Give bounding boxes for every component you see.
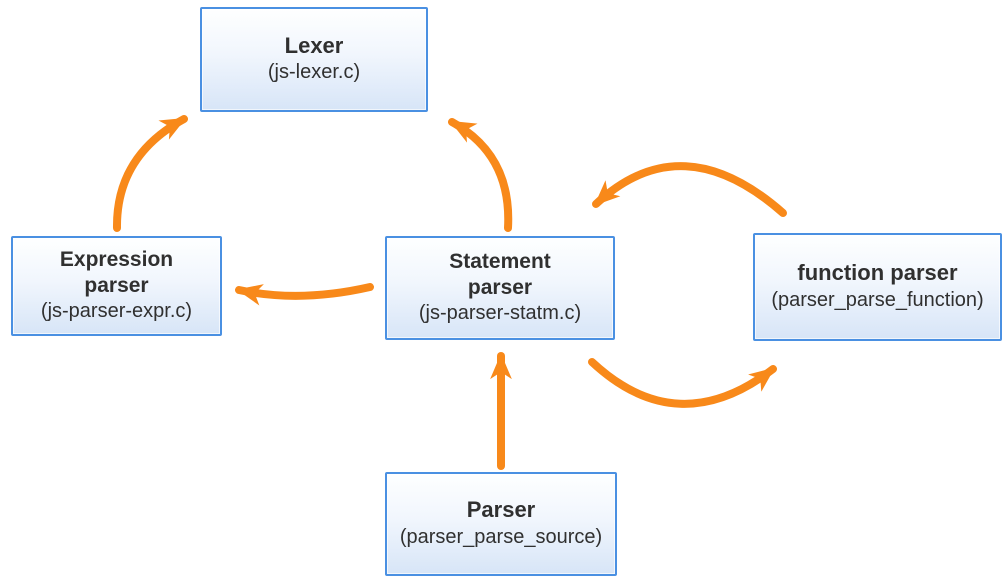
edge-statement-parser-to-lexer-arrow — [448, 118, 513, 232]
edge-statement-parser-to-function-parser-arrow — [588, 358, 777, 408]
edge-statement-parser-to-expression-parser-arrow — [235, 283, 374, 306]
node-statement-parser-title: Statement parser — [449, 250, 551, 299]
node-statement-parser: Statement parser (js-parser-statm.c) — [385, 236, 615, 340]
node-function-parser-title: function parser — [797, 260, 958, 286]
node-statement-parser-subtitle: (js-parser-statm.c) — [418, 301, 582, 324]
node-parser-subtitle: (parser_parse_source) — [399, 525, 603, 548]
edge-function-parser-to-statement-parser-arrow — [592, 162, 787, 217]
node-function-parser-subtitle: (parser_parse_function) — [771, 288, 984, 311]
node-lexer: Lexer (js-lexer.c) — [200, 7, 428, 112]
node-lexer-title: Lexer — [284, 32, 344, 58]
node-function-parser: function parser (parser_parse_function) — [753, 233, 1002, 341]
node-expression-parser-title: Expression parser — [59, 248, 174, 297]
node-expression-parser-subtitle: (js-parser-expr.c) — [40, 299, 193, 322]
node-lexer-subtitle: (js-lexer.c) — [267, 61, 361, 84]
node-parser-title: Parser — [466, 497, 536, 523]
node-parser: Parser (parser_parse_source) — [385, 472, 617, 576]
edge-expression-parser-to-lexer-arrow — [112, 115, 188, 232]
node-expression-parser: Expression parser (js-parser-expr.c) — [11, 236, 222, 336]
